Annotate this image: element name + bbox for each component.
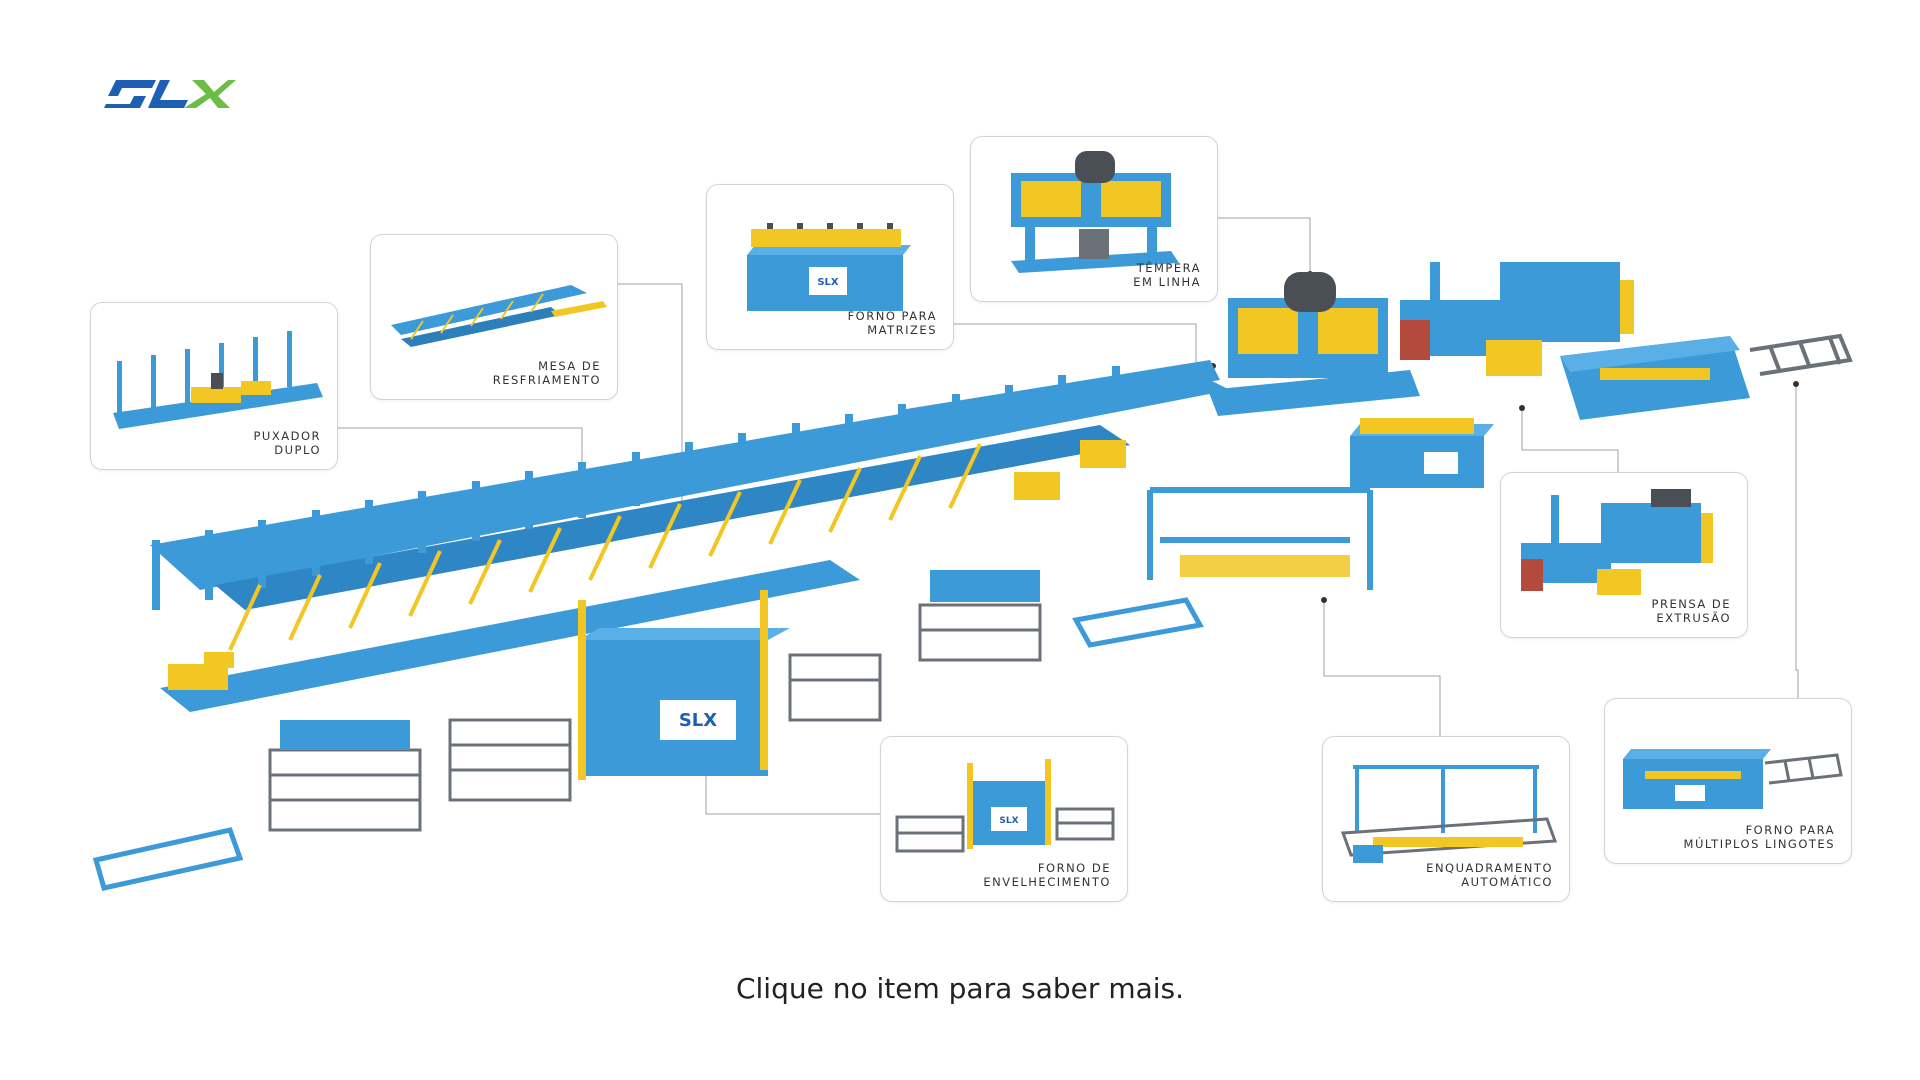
label-prensa-de-extrusao: PRENSA DE EXTRUSÃO: [1652, 597, 1731, 625]
instruction-caption: Clique no item para saber mais.: [735, 972, 1185, 1005]
forno-para-matrizes-thumbnail: SLX: [747, 223, 911, 311]
svg-text:SLX: SLX: [679, 710, 717, 731]
label-line-2: ENVELHECIMENTO: [983, 875, 1111, 889]
label-line-1: FORNO PARA: [1745, 823, 1835, 837]
slx-logo[interactable]: [96, 68, 236, 116]
forno-para-multiplos-lingotes-thumbnail: [1623, 749, 1843, 809]
label-line-1: FORNO DE: [1037, 861, 1111, 875]
label-line-2: RESFRIAMENTO: [492, 373, 601, 387]
puxador-duplo-thumbnail: [113, 331, 323, 429]
svg-text:SLX: SLX: [817, 277, 839, 288]
tempera-em-linha-thumbnail: [1011, 151, 1179, 273]
label-line-2: EM LINHA: [1133, 275, 1201, 289]
label-forno-de-envelhecimento: FORNO DE ENVELHECIMENTO: [983, 861, 1111, 889]
label-line-1: PRENSA DE: [1651, 597, 1731, 611]
card-tempera-em-linha[interactable]: TÊMPERA EM LINHA: [970, 136, 1218, 302]
card-forno-para-matrizes[interactable]: SLX FORNO PARA MATRIZES: [706, 184, 954, 350]
label-line-2: MATRIZES: [867, 323, 937, 337]
card-prensa-de-extrusao[interactable]: PRENSA DE EXTRUSÃO: [1500, 472, 1748, 638]
svg-text:SLX: SLX: [999, 816, 1018, 826]
card-forno-de-envelhecimento[interactable]: SLX FORNO DE ENVELHECIMENTO: [880, 736, 1128, 902]
label-line-1: TÊMPERA: [1136, 261, 1201, 275]
label-line-1: FORNO PARA: [847, 309, 937, 323]
label-puxador-duplo: PUXADOR DUPLO: [254, 429, 322, 457]
label-line-1: MESA DE: [538, 359, 601, 373]
label-line-2: EXTRUSÃO: [1656, 611, 1731, 625]
card-forno-para-multiplos-lingotes[interactable]: FORNO PARA MÚLTIPLOS LINGOTES: [1604, 698, 1852, 864]
label-mesa-de-resfriamento: MESA DE RESFRIAMENTO: [493, 359, 601, 387]
label-line-2: AUTOMÁTICO: [1461, 875, 1553, 889]
label-line-2: MÚLTIPLOS LINGOTES: [1683, 837, 1835, 851]
prensa-de-extrusao-thumbnail: [1521, 489, 1713, 595]
card-mesa-de-resfriamento[interactable]: MESA DE RESFRIAMENTO: [370, 234, 618, 400]
label-line-2: DUPLO: [274, 443, 321, 457]
label-forno-para-multiplos-lingotes: FORNO PARA MÚLTIPLOS LINGOTES: [1684, 823, 1835, 851]
label-enquadramento-automatico: ENQUADRAMENTO AUTOMÁTICO: [1426, 861, 1553, 889]
label-line-1: ENQUADRAMENTO: [1426, 861, 1553, 875]
enquadramento-automatico-thumbnail: [1340, 765, 1558, 863]
card-enquadramento-automatico[interactable]: ENQUADRAMENTO AUTOMÁTICO: [1322, 736, 1570, 902]
label-forno-para-matrizes: FORNO PARA MATRIZES: [848, 309, 937, 337]
card-puxador-duplo[interactable]: PUXADOR DUPLO: [90, 302, 338, 470]
forno-de-envelhecimento-thumbnail: SLX: [895, 759, 1115, 853]
label-tempera-em-linha: TÊMPERA EM LINHA: [1133, 261, 1201, 289]
label-line-1: PUXADOR: [253, 429, 321, 443]
mesa-de-resfriamento-thumbnail: [391, 285, 607, 347]
